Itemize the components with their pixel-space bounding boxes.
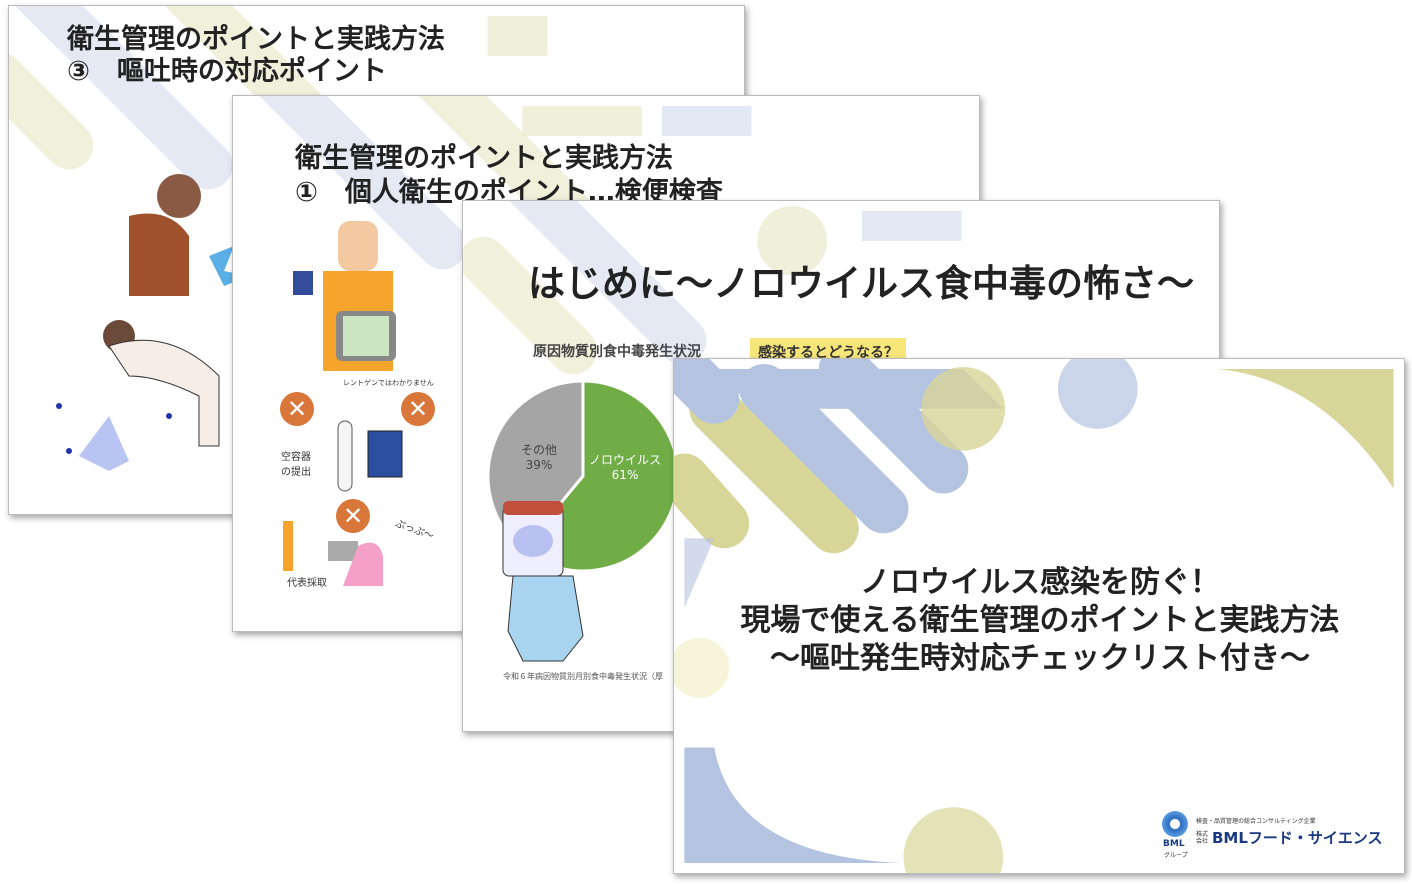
cover-title-line1: ノロウイルス感染を防ぐ！	[860, 565, 1220, 600]
logo-group-text: グループ	[1164, 852, 1188, 859]
company-logo: BML グループ 検査・品質管理の総合コンサルティング企業 株式会社 BMLフー…	[1158, 809, 1388, 864]
slide-title-line1: 衛生管理のポイントと実践方法	[67, 24, 445, 55]
bml-globe-icon	[1162, 811, 1188, 837]
representative-sampling-illustration	[283, 521, 383, 586]
logo-tagline: 検査・品質管理の総合コンサルティング企業	[1196, 818, 1316, 825]
slide-cover[interactable]: ノロウイルス感染を防ぐ！ 現場で使える衛生管理のポイントと実践方法 ～嘔吐発生時…	[673, 358, 1405, 874]
sick-person-illustration	[502, 501, 584, 662]
vomiting-people-illustration	[56, 174, 249, 471]
stool-test-person-illustration	[293, 221, 396, 371]
logo-company-name: BMLフード・サイエンス	[1212, 829, 1383, 847]
slide-title-line1: 衛生管理のポイントと実践方法	[295, 143, 673, 174]
representative-sampling-label: 代表採取	[287, 578, 327, 589]
test-tube-illustration	[337, 420, 403, 492]
xray-note: レントゲンではわかりません	[343, 379, 434, 387]
source-note: 令和６年病因物質別月別食中毒発生状況（厚	[503, 672, 663, 681]
x-mark-icon: ✕	[336, 499, 370, 533]
slide-title: はじめに～ノロウイルス食中毒の怖さ～	[528, 262, 1194, 305]
empty-container-label: 空容器の提出	[281, 452, 311, 478]
chart-title: 原因物質別食中毒発生状況	[533, 344, 701, 360]
decorative-shapes	[674, 359, 1394, 873]
cover-title-line3: ～嘔吐発生時対応チェックリスト付き～	[770, 641, 1310, 676]
logo-prefix: 株式会社	[1196, 831, 1209, 845]
x-mark-icon: ✕	[280, 392, 314, 426]
x-mark-icon: ✕	[401, 392, 435, 426]
slide-title-line2: ③ 嘔吐時の対応ポイント	[67, 56, 387, 87]
decorative-stripes	[463, 201, 962, 375]
cover-title-line2: 現場で使える衛生管理のポイントと実践方法	[740, 603, 1340, 638]
logo-mark-text: BML	[1163, 839, 1185, 849]
